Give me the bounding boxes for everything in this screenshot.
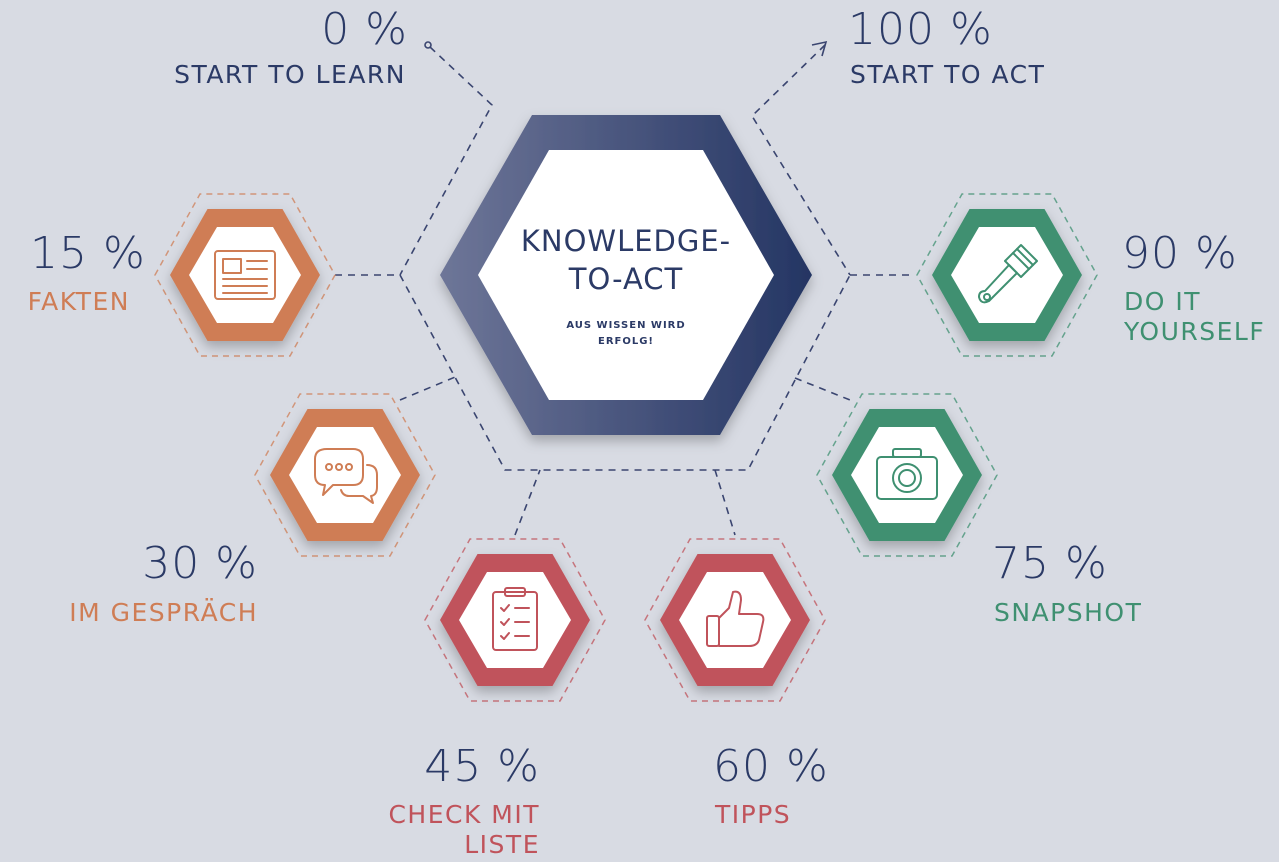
tipps-percent: 60 % (713, 741, 829, 792)
start-dot (424, 41, 432, 49)
connector-start (399, 46, 493, 276)
check-mit-liste-label-line-2: LISTE (464, 830, 540, 859)
connector-outer-left (399, 274, 851, 471)
fakten-percent: 15 % (30, 228, 146, 279)
do-it-yourself-label-line-1: DO IT (1124, 287, 1202, 316)
tipps-label: TIPPS (715, 800, 792, 829)
fakten-hexagon (154, 193, 336, 357)
snapshot-hexagon (816, 393, 998, 557)
check-mit-liste-hexagon (424, 538, 606, 702)
newspaper-icon (214, 250, 276, 300)
center-hexagon (440, 115, 812, 435)
thumbs-up-icon (706, 590, 765, 647)
do-it-yourself-hexagon (916, 193, 1098, 357)
connector-snapshot (794, 377, 851, 401)
im-gespraech-percent: 30 % (142, 538, 258, 589)
connector-lines (335, 44, 915, 536)
start-label: START TO LEARN (174, 60, 406, 89)
center-title-line-1: KNOWLEDGE- (520, 224, 732, 258)
check-mit-liste-label-line-1: CHECK MIT (388, 800, 540, 829)
im-gespraech-label: IM GESPRÄCH (69, 598, 258, 627)
do-it-yourself-label-line-2: YOURSELF (1124, 317, 1266, 346)
center-subtitle: AUS WISSEN WIRD ERFOLG! (540, 318, 712, 350)
end-arrow-icon (811, 40, 828, 57)
clipboard-checklist-icon (492, 587, 538, 651)
paintbrush-icon (978, 244, 1038, 304)
fakten-label: FAKTEN (27, 287, 130, 316)
connector-im-gespraech (399, 374, 461, 401)
do-it-yourself-percent: 90 % (1122, 228, 1238, 279)
connector-tipps (714, 469, 736, 536)
center-subtitle-line-2: ERFOLG! (597, 336, 654, 347)
im-gespraech-hexagon (254, 393, 436, 557)
camera-icon (876, 448, 938, 500)
center-title: KNOWLEDGE- TO-ACT (520, 222, 732, 298)
connector-check-mit-liste (514, 469, 541, 536)
start-percent: 0 % (321, 4, 408, 55)
center-title-line-2: TO-ACT (568, 262, 684, 296)
end-percent: 100 % (848, 4, 993, 55)
connector-end (750, 44, 851, 276)
snapshot-label: SNAPSHOT (994, 598, 1143, 627)
end-label: START TO ACT (850, 60, 1046, 89)
snapshot-percent: 75 % (992, 538, 1108, 589)
tipps-hexagon (644, 538, 826, 702)
chat-bubbles-icon (314, 448, 378, 504)
check-mit-liste-percent: 45 % (424, 741, 540, 792)
center-subtitle-line-1: AUS WISSEN WIRD (566, 320, 686, 331)
